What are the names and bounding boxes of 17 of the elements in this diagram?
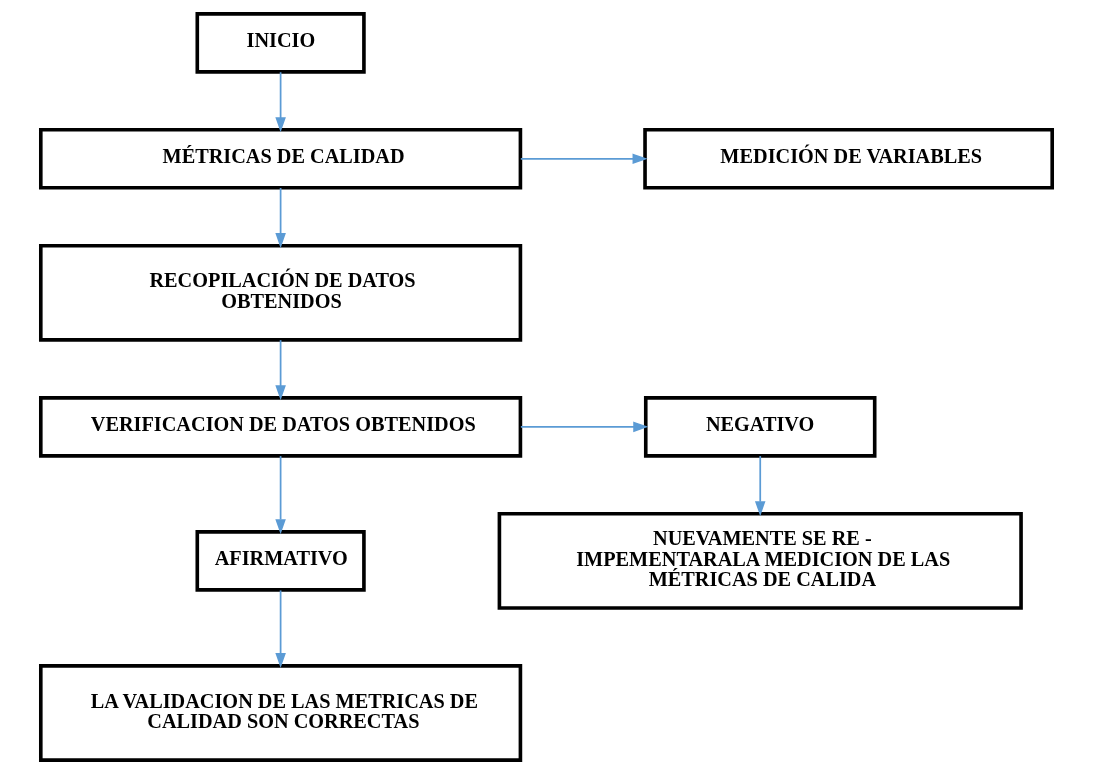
arrow bbox=[275, 339, 286, 401]
node-box: MÉTRICAS DE CALIDAD bbox=[39, 128, 523, 190]
node-box: INICIO bbox=[195, 12, 366, 74]
node-box: LA VALIDACION DE LAS METRICAS DE CALIDAD SON CORRECTAS bbox=[39, 664, 523, 762]
arrow bbox=[520, 421, 649, 433]
arrow bbox=[754, 455, 766, 517]
node-box: VERIFICACION DE DATOS OBTENIDOS bbox=[39, 396, 523, 458]
arrow bbox=[275, 187, 286, 249]
arrow bbox=[519, 153, 648, 165]
arrow bbox=[275, 71, 286, 133]
node-box: AFIRMATIVO bbox=[195, 530, 366, 592]
arrow bbox=[275, 589, 286, 669]
node-box: NEGATIVO bbox=[643, 396, 877, 458]
node-box: MEDICIÓN DE VARIABLES bbox=[643, 128, 1054, 190]
arrow bbox=[275, 455, 286, 535]
node-box: RECOPILACIÓN DE DATOS OBTENIDOS bbox=[39, 243, 523, 342]
node-box: NUEVAMENTE SE RE - IMPEMENTARALA MEDICION DE LAS MÉTRICAS DE CALIDA bbox=[497, 511, 1023, 610]
